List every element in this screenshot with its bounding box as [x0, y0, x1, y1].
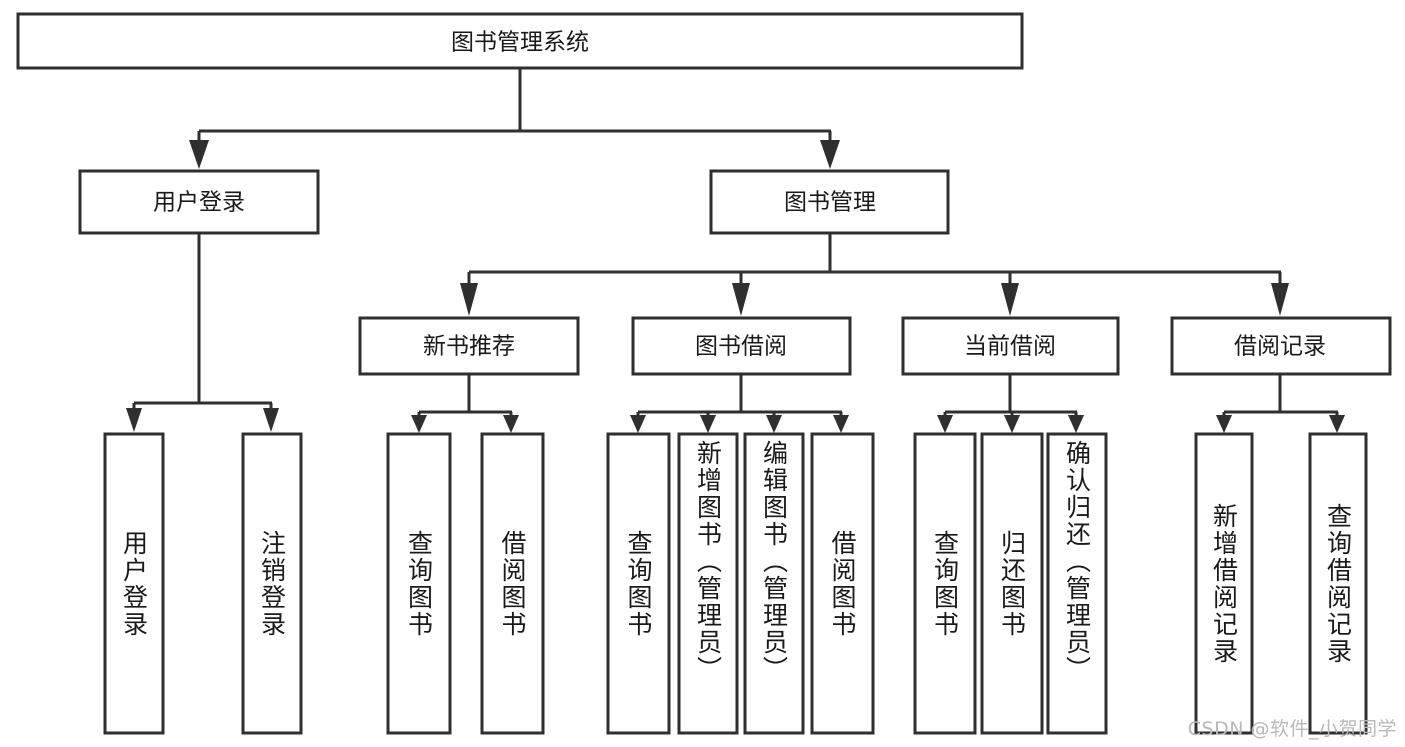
watermark-text: CSDN @软件_小贺同学 — [1187, 718, 1397, 740]
arrow-head-icon — [700, 415, 716, 433]
node-leaf-query-book-current-box[interactable] — [913, 432, 977, 735]
node-new-book-recommend-box[interactable] — [358, 316, 580, 376]
node-leaf-borrow-book-box[interactable] — [810, 432, 875, 735]
arrow-head-icon — [503, 415, 519, 433]
arrow-head-icon — [1216, 415, 1232, 433]
arrow-head-icon — [732, 283, 750, 316]
connector-group-book-borrow — [630, 374, 849, 433]
node-leaf-query-book-borrow-box[interactable] — [606, 432, 671, 735]
arrow-head-icon — [263, 408, 279, 432]
arrow-head-icon — [630, 415, 646, 433]
arrow-head-icon — [1068, 415, 1084, 433]
connector-group-current-borrow — [937, 374, 1084, 433]
node-new-book-recommend-label: 新书推荐 — [423, 334, 515, 360]
arrow-head-icon — [1329, 415, 1345, 433]
node-book-management-box[interactable] — [709, 169, 950, 235]
connector-group-root — [189, 68, 840, 169]
connector-group-borrow-records — [1216, 374, 1345, 433]
node-current-borrow-box[interactable] — [901, 316, 1120, 376]
node-book-management[interactable]: 图书管理 — [709, 169, 950, 235]
node-root[interactable]: 图书管理系统 — [16, 12, 1024, 70]
node-book-borrow-box[interactable] — [631, 316, 852, 376]
node-user-login[interactable]: 用户登录 — [78, 169, 320, 235]
connector-group-book-management — [460, 233, 1289, 316]
node-book-management-label: 图书管理 — [784, 190, 876, 216]
node-leaf-query-book-new-box[interactable] — [386, 432, 452, 735]
node-book-borrow[interactable]: 图书借阅 — [631, 316, 852, 376]
arrow-head-icon — [820, 140, 840, 169]
node-current-borrow-label: 当前借阅 — [964, 334, 1056, 360]
node-book-borrow-label: 图书借阅 — [695, 334, 787, 360]
node-leaf-return-book-box[interactable] — [980, 432, 1044, 735]
node-current-borrow[interactable]: 当前借阅 — [901, 316, 1120, 376]
node-leaf-edit-book-box[interactable] — [743, 432, 805, 735]
arrow-head-icon — [1271, 283, 1289, 316]
arrow-head-icon — [189, 140, 209, 169]
arrow-head-icon — [1004, 415, 1020, 433]
node-leaf-borrow-book-new-box[interactable] — [480, 432, 545, 735]
node-root-box[interactable] — [16, 12, 1024, 70]
connector-group-new-book — [411, 374, 519, 433]
node-root-label: 图书管理系统 — [451, 30, 589, 56]
node-leaf-add-record-box[interactable] — [1194, 432, 1254, 735]
arrow-head-icon — [460, 283, 478, 316]
node-new-book-recommend[interactable]: 新书推荐 — [358, 316, 580, 376]
node-borrow-records-label: 借阅记录 — [1234, 334, 1326, 360]
arrow-head-icon — [937, 415, 953, 433]
node-leaf-logout-box[interactable] — [241, 432, 303, 735]
connector-group-user-login — [126, 233, 279, 432]
arrow-head-icon — [411, 415, 427, 433]
node-user-login-box[interactable] — [78, 169, 320, 235]
arrow-head-icon — [1001, 283, 1019, 316]
node-borrow-records[interactable]: 借阅记录 — [1170, 316, 1392, 376]
node-leaf-confirm-return-box[interactable] — [1046, 432, 1108, 735]
node-leaf-add-book-box[interactable] — [677, 432, 739, 735]
node-leaf-query-record-box[interactable] — [1308, 432, 1368, 735]
node-user-login-label: 用户登录 — [153, 190, 245, 216]
arrow-head-icon — [126, 408, 142, 432]
node-leaf-user-login-box[interactable] — [103, 432, 165, 735]
arrow-head-icon — [766, 415, 782, 433]
node-borrow-records-box[interactable] — [1170, 316, 1392, 376]
arrow-head-icon — [833, 415, 849, 433]
